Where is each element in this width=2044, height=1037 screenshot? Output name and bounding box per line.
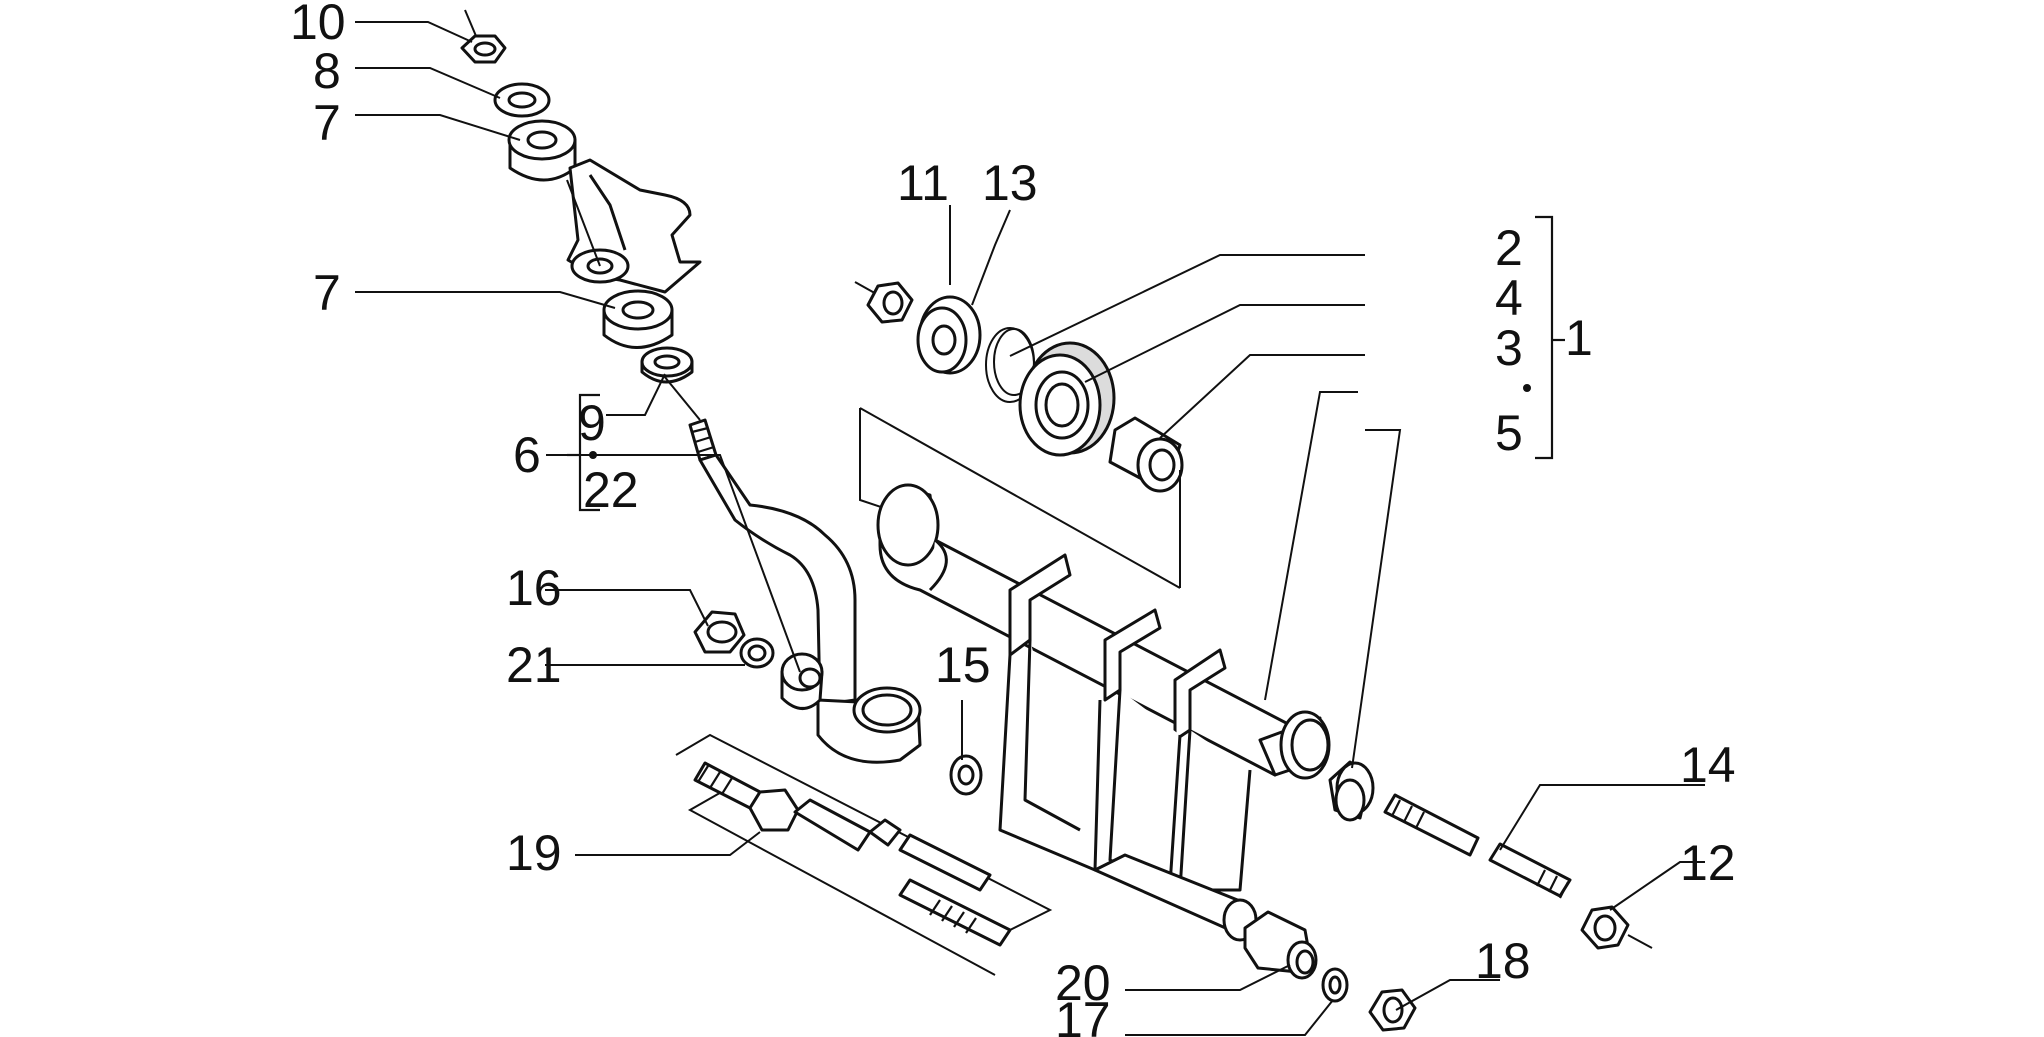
callout-16: 16 [506,560,562,616]
callout-4: 4 [1495,270,1523,326]
nut-part-12 [1580,905,1653,950]
callout-7-upper: 7 [313,95,341,151]
swingarm-part-1 [859,407,1331,942]
callout-21: 21 [506,637,562,693]
nut-part-11 [854,281,914,324]
callout-7-lower: 7 [313,265,341,321]
callout-3: 3 [1495,320,1523,376]
washer-part-21 [739,637,775,669]
bush-part-22-small [780,652,824,710]
callout-15: 15 [935,637,991,693]
bush-part-7-upper [507,119,577,182]
callout-19: 19 [506,825,562,881]
callout-22: 22 [583,462,639,518]
callout-14: 14 [1680,737,1736,793]
callout-18: 18 [1475,933,1531,989]
bush-part-7-lower [602,289,674,349]
callout-9: 9 [578,395,606,451]
bush-part-5 [1328,760,1375,822]
nut-part-18 [1368,988,1417,1032]
callout-20: 20 [1055,955,1111,1011]
callout-6: 6 [513,427,541,483]
bracket-casting [566,158,702,294]
callout-2: 2 [1495,220,1523,276]
callout-1: 1 [1565,310,1593,366]
washer-part-9 [640,346,701,421]
washer-part-15 [949,754,983,796]
callout-12: 12 [1680,835,1736,891]
bolt-part-19 [675,733,1053,976]
callout-5: 5 [1495,405,1523,461]
callout-11: 11 [897,155,949,211]
bush-part-3 [1108,416,1184,588]
bush-part-20 [1243,910,1318,980]
washer-part-13 [916,295,982,375]
callout-8: 8 [313,43,341,99]
callout-17: 17 [1055,992,1111,1037]
bracket-group-1 [1523,215,1565,460]
nut-part-10 [460,9,507,64]
steering-arm-part-22 [688,418,922,764]
bearing-part-4 [1018,341,1116,457]
callout-10: 10 [290,0,346,50]
bolt-part-14 [1383,793,1572,899]
callout-13: 13 [982,155,1038,211]
washer-part-8 [493,82,551,118]
bracket-group-6 [567,393,600,512]
leader-lines [355,21,1705,1036]
nut-part-16 [693,610,746,654]
washer-part-17 [1321,967,1349,1003]
